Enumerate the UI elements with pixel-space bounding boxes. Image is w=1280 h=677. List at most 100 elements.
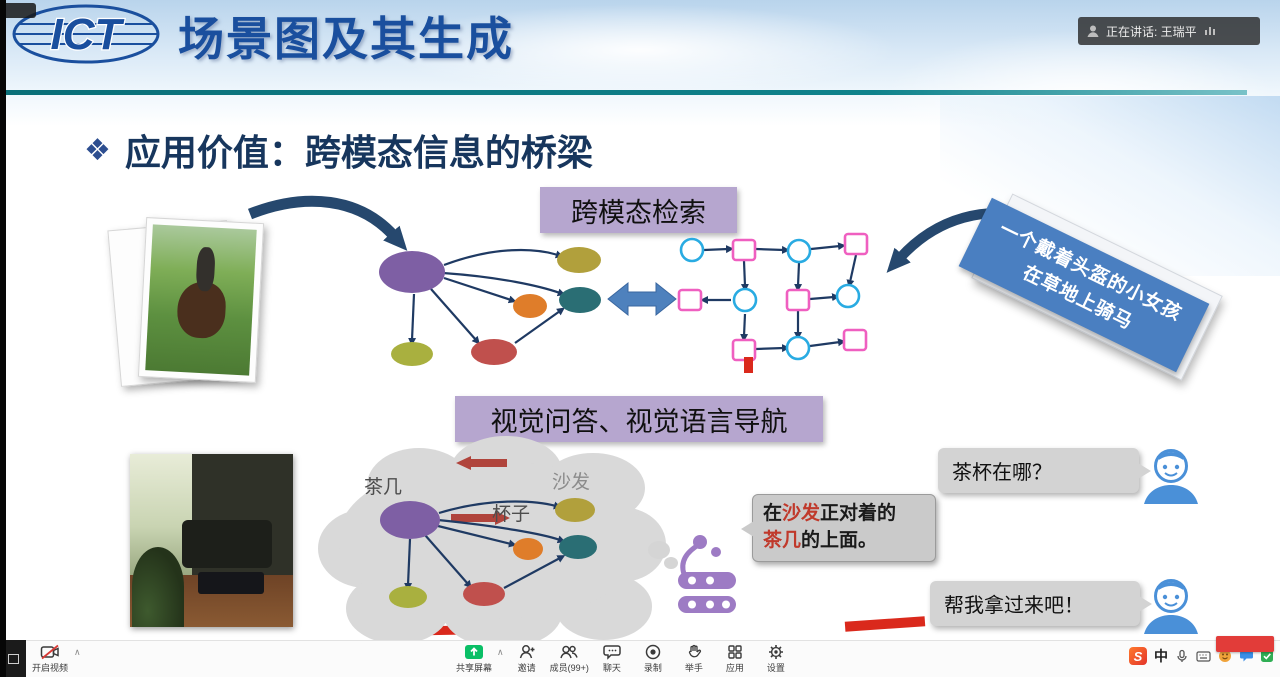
label-cross-modal-retrieval: 跨模态检索 [540,187,737,233]
symbol-graph [677,232,869,362]
graph-node-red [471,339,517,365]
cloud-node-teal [559,535,597,559]
relation-red-arrows [451,456,510,525]
mic-tray-icon[interactable] [1175,649,1189,663]
toolbar-label: 开启视频 [32,663,69,673]
sogou-ime-icon[interactable]: S [1129,647,1147,665]
share-options-caret[interactable]: ∧ [497,647,504,657]
heading-text: 应用价值：跨模态信息的桥梁 [124,132,593,173]
person-face [1144,464,1198,504]
living-room-photo [130,454,293,627]
graph-node-orange [513,294,547,318]
graph-node-teal [559,287,601,313]
symbol-squares [677,232,869,362]
toolbar-label: 聊天 [602,663,621,673]
cloud-node-purple [380,501,440,539]
bubble-tail [741,521,754,537]
ime-mode-chinese[interactable]: 中 [1154,648,1168,664]
question-bubble-1: 茶杯在哪？ [938,448,1151,493]
slide-title: 场景图及其生成 [178,13,514,65]
bubble-tail [1139,596,1152,612]
symbol-circles [679,237,861,361]
toolbar-label: 录制 [643,663,662,673]
assistant-robot-icon [678,535,736,613]
answer-seg: 茶几 [763,530,802,551]
horse-riding-photo [145,224,257,376]
answer-seg: 沙发 [782,503,821,525]
cloud-label-cup: 杯子 [492,504,531,525]
toolbar-chat[interactable]: 聊天 [594,643,630,674]
scene-graph-edges [408,248,566,346]
cloud-tail-puff [648,541,670,559]
chat-icon [603,643,621,660]
toolbar-start-video[interactable]: 开启视频 [32,643,68,674]
shared-slide: ICT 场景图及其生成 正在讲话: 王瑞平 ❖ 应用价值：跨模态信息的桥梁 跨模… [0,0,1280,641]
cloud-scene-graph [380,456,597,608]
cloud-wisp [380,4,900,96]
notification-badge[interactable] [1216,636,1274,652]
meeting-toolbar [0,640,1280,677]
room-sofa [182,519,272,569]
cloud-node-olive [555,498,595,522]
toolbar-members[interactable]: 成员(99+) [550,643,589,674]
answer-seg: 的上面。 [801,530,878,551]
toolbar-invite[interactable]: 邀请 [509,643,545,674]
toolbar-label: 成员(99+) [549,663,589,673]
graph-node-green [391,342,433,366]
scene-graph [379,247,601,366]
check-tray-icon[interactable] [1260,649,1274,663]
emoji-tray-icon[interactable] [1218,649,1232,663]
share-screen-icon [464,643,484,660]
toolbar-settings[interactable]: 设置 [758,643,794,674]
diamond-bullet-icon: ❖ [84,133,111,167]
toolbar-label: 举手 [684,663,703,673]
label-vqa-navigation: 视觉问答、视觉语言导航 [455,396,823,442]
raise-hand-icon [686,643,702,660]
toolbar-label: 应用 [725,663,744,673]
answer-seg: 正对着的 [820,503,897,525]
cloud-node-orange [513,538,543,560]
toolbar-record[interactable]: 录制 [635,643,671,674]
chat-tray-icon[interactable] [1239,649,1253,663]
cloud-tail-puff [664,557,678,569]
speaker-avatar-icon [1087,25,1099,37]
cloud-graph-edges [404,500,566,591]
active-speaker-label: 正在讲话: 王瑞平 [1106,24,1197,39]
cloud-node-green [389,586,427,608]
toolbar-share-screen[interactable]: 共享屏幕 [456,643,492,674]
toolbar-apps[interactable]: 应用 [717,643,753,674]
cloud-node-red [463,582,505,606]
red-annotation-line [844,616,926,632]
answer-bubble: 在 沙发 正对着的 茶几 的上面。 [741,494,936,562]
window-icon [7,653,19,664]
double-arrow-icon [607,281,677,317]
answer-seg: 在 [763,503,783,525]
keyboard-icon[interactable] [1196,650,1211,663]
bubble-tail [1138,463,1151,479]
arrow-image-to-graph [247,195,408,251]
apps-grid-icon [727,643,743,660]
person-face [1144,594,1198,634]
user-person-icon [1144,449,1198,504]
cloud-label-tea-table: 茶几 [364,477,403,498]
symbol-graph-edges [700,242,858,353]
slide-heading: ❖ 应用价值：跨模态信息的桥梁 [84,124,593,176]
toolbar-label: 邀请 [517,663,536,673]
toolbar-raise-hand[interactable]: 举手 [676,643,712,674]
logo-text: ICT [51,10,125,59]
gear-icon [768,643,784,660]
question-text-2: 帮我拿过来吧！ [944,595,1084,617]
invite-icon [518,643,536,660]
question-bubble-2: 帮我拿过来吧！ [930,581,1152,626]
screen-edge [0,0,6,677]
active-speaker-bar[interactable]: 正在讲话: 王瑞平 [1078,17,1260,45]
title-divider-line [0,90,1247,95]
toolbar-label: 设置 [766,663,785,673]
red-annotation-tick [744,357,753,373]
video-options-caret[interactable]: ∧ [74,647,81,657]
graph-node-purple [379,251,445,293]
graph-node-olive [557,247,601,273]
record-icon [645,643,661,660]
camera-icon [40,643,60,660]
